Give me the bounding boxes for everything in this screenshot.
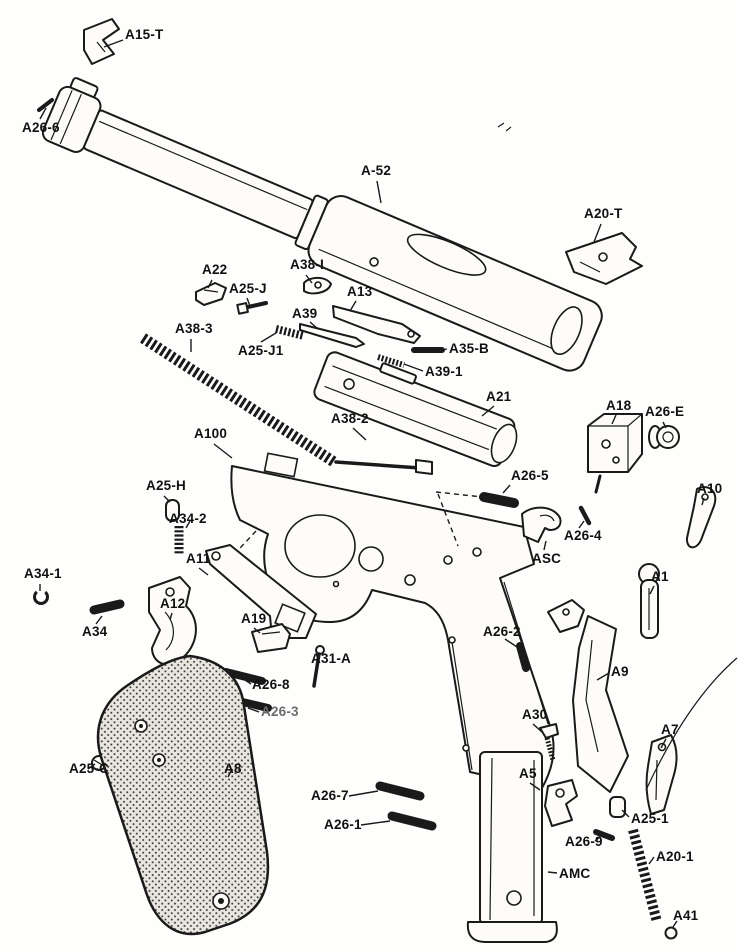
part-drawing-a39-1-spring [377, 354, 405, 368]
part-drawing-asc [521, 506, 562, 543]
part-drawing-a26-7-pin [375, 781, 425, 801]
part-drawing-a30 [539, 723, 559, 761]
leader-line [169, 612, 173, 621]
leader-line [39, 107, 47, 120]
dashed-guide-line [437, 493, 459, 547]
part-drawing-a26-2-pin [516, 642, 530, 672]
leader-line [441, 348, 448, 351]
leader-line [532, 723, 543, 733]
part-drawing-a20-1-spring [628, 828, 662, 924]
leader-line [360, 820, 391, 826]
part-drawing-a25-1-plunger [609, 796, 626, 818]
leader-line [621, 809, 630, 818]
part-drawing-a52-barrel-receiver [41, 77, 603, 372]
leader-line [317, 657, 320, 665]
leader-line [662, 421, 667, 429]
dashed-guide-line [226, 530, 257, 563]
part-drawing-a10-lever [685, 486, 717, 549]
leader-line [611, 414, 617, 425]
leader-line [672, 920, 678, 928]
leader-line [593, 223, 602, 243]
part-drawing-a100-frame [230, 452, 555, 789]
part-drawing-a39-rod [299, 323, 365, 348]
part-drawing-a19-block [251, 623, 291, 653]
part-drawing-amc-magazine [466, 751, 558, 943]
part-drawing-a21-bolt [313, 351, 518, 468]
scan-curve-artifact [645, 657, 738, 791]
part-drawing-a8-grip-panel [96, 654, 270, 936]
part-drawing-a38-3-recoil-spring [140, 333, 337, 467]
part-drawing-a12-trigger [148, 576, 197, 666]
leader-line [481, 405, 495, 417]
leader-line [596, 672, 610, 681]
part-drawing-a22 [195, 282, 227, 306]
part-drawing-a38-2-guide-rod [334, 459, 433, 475]
part-drawing-a25j-pin [236, 301, 268, 315]
leader-line [649, 585, 655, 595]
part-drawing-a26-5-pin [479, 492, 519, 508]
part-drawing-a26-9-pin [593, 829, 615, 841]
leader-line [594, 836, 601, 842]
leader-line [352, 427, 367, 441]
leader-line [376, 180, 382, 204]
leader-line [103, 39, 124, 48]
leader-line [95, 615, 103, 625]
part-drawing-a25h-plunger [165, 499, 180, 522]
part-drawing-a9-housing [547, 599, 629, 793]
leader-line [87, 763, 96, 770]
leader-line [578, 520, 585, 529]
leader-line [403, 363, 424, 372]
part-drawing-a15t-front-sight [83, 18, 120, 65]
part-drawing-a5 [544, 779, 578, 827]
leader-line [502, 484, 511, 494]
leader-line [701, 497, 705, 506]
part-drawing-a13-bar [332, 305, 421, 344]
part-drawing-a38i-clip [303, 276, 332, 295]
leader-line [198, 567, 209, 576]
part-drawing-a25j1-spring [275, 325, 305, 340]
leader-line [246, 297, 251, 307]
leader-line [207, 279, 213, 289]
leader-lines-layer [39, 39, 705, 928]
leader-line [648, 856, 655, 865]
leader-line [305, 274, 313, 284]
leader-line [348, 790, 379, 797]
part-drawing-a7-blade [645, 734, 678, 815]
leader-line [185, 520, 191, 529]
leader-line [529, 782, 541, 791]
scan-marks [497, 122, 512, 132]
part-drawing-a34-1-clip [33, 589, 49, 605]
leader-line [213, 443, 233, 459]
part-drawing-a26e-knob [648, 425, 680, 449]
leader-line [543, 540, 547, 551]
part-drawing-a31a-pin [312, 645, 325, 688]
part-drawing-a26-4-pin [578, 505, 592, 526]
leader-line [260, 332, 277, 343]
leader-line [247, 707, 260, 713]
part-drawing-a26-1-pin [387, 811, 437, 831]
leader-line [309, 321, 319, 330]
leader-line [227, 768, 233, 778]
part-drawing-a26-6-pin [37, 98, 54, 112]
part-drawing-a34-pin [89, 599, 125, 615]
leader-line [349, 300, 357, 312]
leader-line [660, 738, 667, 749]
part-drawing-a18-block [587, 413, 643, 494]
leader-line [244, 679, 252, 685]
part-drawing-a1-bolt-handle [638, 563, 660, 639]
leader-line [547, 871, 558, 874]
part-drawing-a26-8-pin [222, 668, 266, 685]
leader-line [163, 495, 171, 503]
leader-line [253, 627, 261, 634]
part-drawing-a41-ball [664, 926, 678, 940]
part-drawing-a20t-rear-sight [565, 232, 643, 285]
leader-line [504, 638, 518, 648]
